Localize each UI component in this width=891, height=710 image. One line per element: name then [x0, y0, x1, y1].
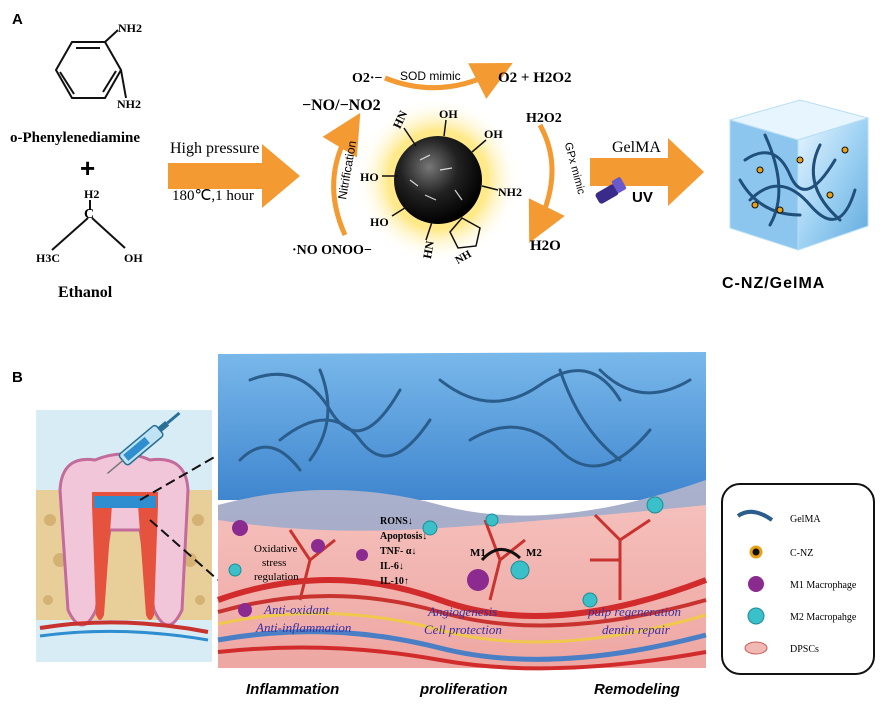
- gpx-mimic-label: GPx mimic: [562, 141, 587, 196]
- legend-dpsc: DPSCs: [790, 644, 819, 655]
- legend-cnz: C-NZ: [790, 548, 813, 559]
- panel-b-label: B: [12, 369, 23, 386]
- superoxide-label: O2·−: [352, 71, 383, 86]
- h2o2-label: H2O2: [526, 111, 562, 126]
- tissue-block: [216, 352, 708, 671]
- marker-il10: IL-10↑: [380, 576, 409, 587]
- condition-pressure: High pressure: [170, 140, 259, 157]
- ch2-c: C: [84, 207, 94, 222]
- cnz-particle-icon: [749, 545, 763, 559]
- m1-label: M1: [470, 547, 486, 559]
- legend-m1: M1 Macrophage: [790, 580, 857, 591]
- zoom-line-bottom: [149, 519, 219, 581]
- gelma-fiber-icon: [736, 509, 774, 522]
- sphere-facets: [409, 154, 463, 201]
- ho-group-left: HO: [360, 170, 379, 184]
- functional-group-bonds: [382, 119, 499, 249]
- syringe-icon: [106, 411, 181, 474]
- reactant1-name: o-Phenylenediamine: [10, 130, 140, 146]
- sod-products-label: O2 + H2O2: [498, 70, 572, 86]
- oh-group-right: OH: [484, 127, 503, 141]
- gpx-mimic-arrow: [528, 123, 565, 243]
- cell-protection-label: Cell protection: [424, 622, 502, 637]
- stage-remodeling: Remodeling: [594, 681, 680, 698]
- m2-macrophage-icon: [747, 607, 765, 625]
- anti-oxidant-label: Anti-oxidant: [263, 602, 329, 617]
- stage-proliferation: proliferation: [419, 681, 508, 698]
- oxidative-line-2: stress: [262, 557, 286, 569]
- m2-label: M2: [526, 547, 542, 559]
- synthesis-arrow: [168, 144, 300, 208]
- oh-label: OH: [124, 251, 143, 265]
- ch2-h2: H2: [84, 187, 99, 201]
- no-radicals-label: ·NO ONOO−: [292, 243, 372, 258]
- sod-mimic-label: SOD mimic: [400, 69, 461, 83]
- gelma-crosslink-arrow: [590, 138, 704, 206]
- plus-sign: +: [80, 153, 95, 183]
- oxidative-line-3: regulation: [254, 571, 299, 583]
- m1-macrophages: [232, 520, 489, 617]
- nh2-group-right: NH2: [498, 185, 522, 199]
- nh2-label-bottom: NH2: [117, 97, 141, 111]
- h2o-label: H2O: [530, 238, 561, 254]
- sod-mimic-arrow: [384, 62, 513, 99]
- ho-group-bottom: HO: [370, 215, 389, 229]
- product-label: C-NZ/GelMA: [722, 275, 825, 292]
- marker-tnf: TNF- α↓: [380, 546, 416, 557]
- m2-macrophages: [228, 496, 664, 608]
- legend-gelma: GelMA: [790, 514, 821, 525]
- dentin-repair-label: dentin repair: [602, 622, 671, 637]
- marker-il6: IL-6↓: [380, 561, 404, 572]
- nh2-label-top: NH2: [118, 21, 142, 35]
- anti-inflammation-label: Anti-inflammation: [255, 620, 351, 635]
- legend: GelMA C-NZ M1 Macrophage M2 Macropahge D…: [736, 509, 857, 655]
- gelma-fibers: [238, 368, 692, 472]
- legend-box: [721, 483, 875, 675]
- tooth-illustration: [36, 410, 212, 662]
- ch3-label: H3C: [36, 251, 60, 265]
- hydrogel-cube-icon: [728, 99, 870, 251]
- carbon-nanozyme-sphere: [394, 136, 482, 224]
- panel-a-label: A: [12, 11, 23, 28]
- marker-apoptosis: Apoptosis↓: [380, 531, 427, 542]
- o-phenylenediamine-structure: [54, 29, 127, 99]
- marker-rons: RONS↓: [380, 516, 413, 527]
- oh-group-top: OH: [439, 107, 458, 121]
- ethanol-structure: [51, 200, 126, 251]
- uv-label: UV: [632, 189, 653, 206]
- nitrification-arrow: [322, 112, 361, 237]
- angiogenesis-label: Angiogenesis: [427, 604, 497, 619]
- stage-inflammation: Inflammation: [246, 681, 339, 698]
- pulp-regeneration-label: pulp regeneration: [587, 604, 681, 619]
- oxidative-line-1: Oxidative: [254, 543, 297, 555]
- no-groups-label: −NO/−NO2: [302, 97, 381, 114]
- hn-group-bottom: HN: [420, 239, 437, 259]
- condition-temperature: 180℃,1 hour: [172, 188, 254, 204]
- polarization-arrow: [480, 548, 522, 562]
- zoom-line-top: [139, 454, 219, 501]
- m1-macrophage-icon: [748, 576, 764, 592]
- dpsc-cell-icon: [744, 641, 768, 655]
- uv-lamp-icon: [595, 177, 627, 204]
- reactant2-name: Ethanol: [58, 284, 113, 301]
- legend-m2: M2 Macropahge: [790, 612, 857, 623]
- gelma-arrow-label: GelMA: [612, 139, 661, 156]
